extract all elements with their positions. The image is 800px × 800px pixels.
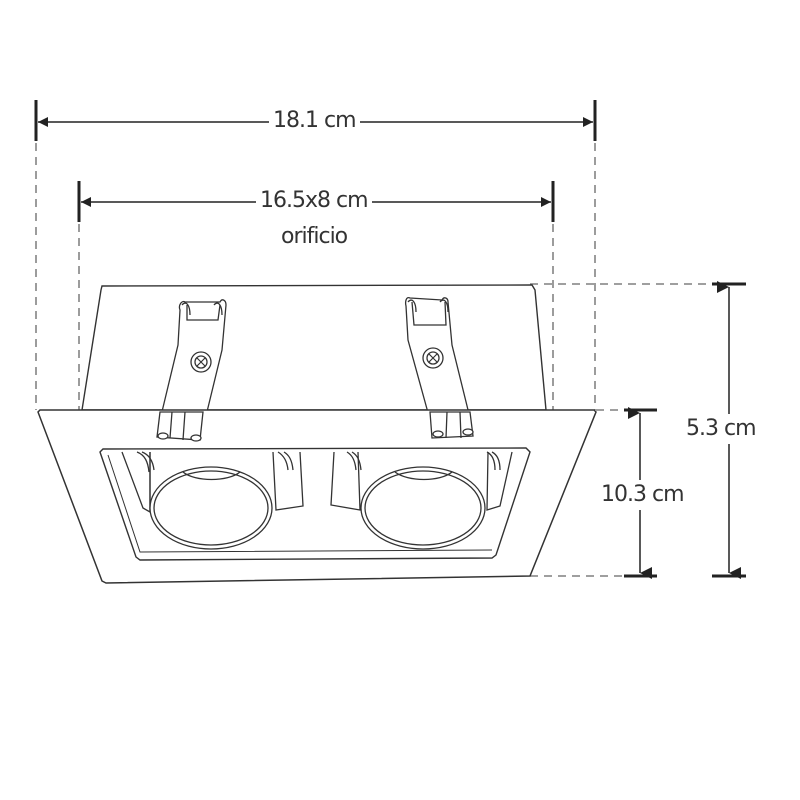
overall-width-label: 18.1 cm: [269, 108, 360, 134]
cutout-caption: orificio: [281, 224, 348, 250]
clip-feet: [156, 411, 474, 442]
lamp-module-right: [330, 451, 513, 511]
inner-height-label: 10.3 cm: [601, 480, 685, 510]
lamp-reflector-right: [360, 466, 486, 550]
housing-body: [81, 284, 547, 411]
overall-height-label: 5.3 cm: [686, 414, 757, 444]
cutout-dimension-label: 16.5x8 cm: [256, 188, 372, 214]
lamp-reflector-left: [149, 466, 273, 550]
